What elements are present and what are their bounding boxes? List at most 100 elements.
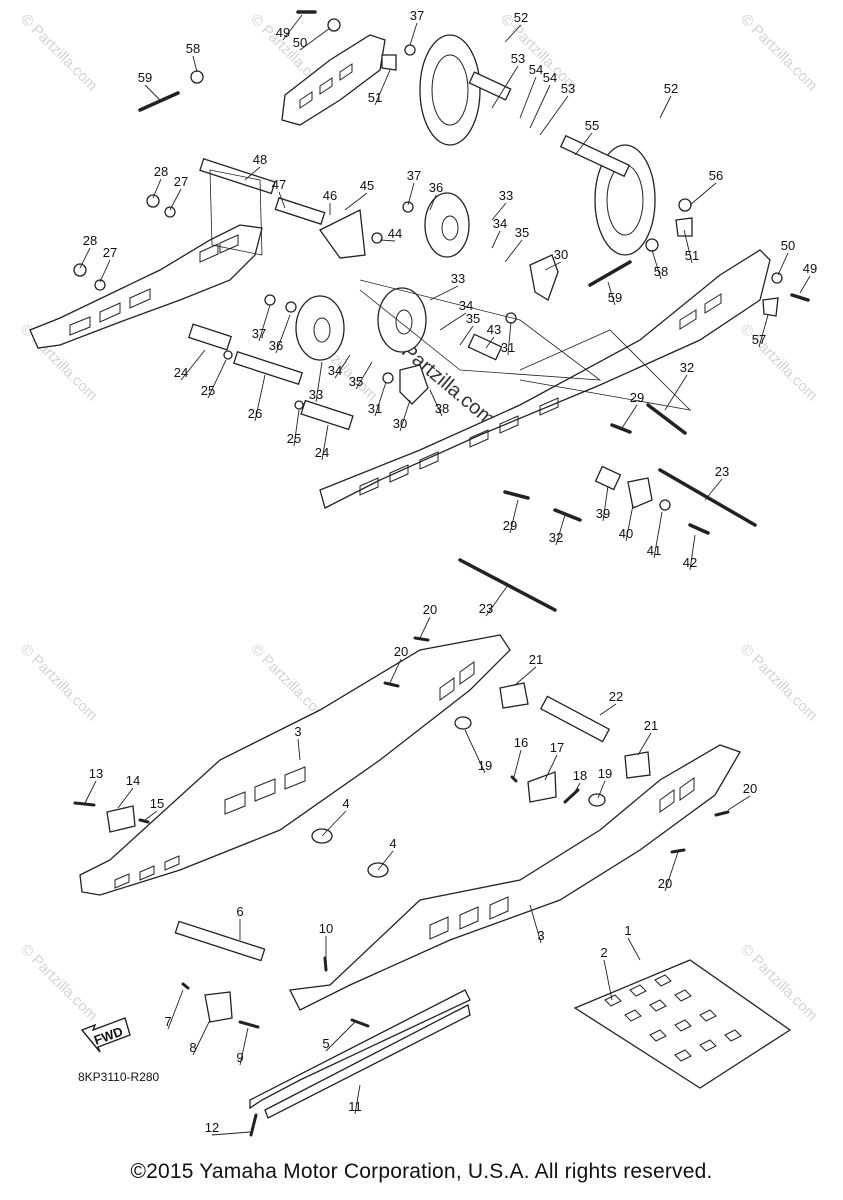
callout-58[interactable]: 58 [654, 264, 668, 279]
callout-20[interactable]: 20 [743, 781, 757, 796]
callout-54[interactable]: 54 [529, 62, 543, 77]
callout-20[interactable]: 20 [658, 876, 672, 891]
callout-49[interactable]: 49 [276, 25, 290, 40]
callout-9[interactable]: 9 [236, 1050, 243, 1065]
leader-19-0 [464, 729, 486, 774]
callout-42[interactable]: 42 [683, 555, 697, 570]
callout-16[interactable]: 16 [514, 735, 528, 750]
callout-35[interactable]: 35 [515, 225, 529, 240]
bracket-lower [399, 364, 429, 405]
callout-36[interactable]: 36 [429, 180, 443, 195]
callout-32[interactable]: 32 [549, 530, 563, 545]
callout-12[interactable]: 12 [205, 1120, 219, 1135]
callout-39[interactable]: 39 [596, 506, 610, 521]
callout-21[interactable]: 21 [644, 718, 658, 733]
callout-6[interactable]: 6 [236, 904, 243, 919]
callout-57[interactable]: 57 [752, 332, 766, 347]
callout-20[interactable]: 20 [394, 644, 408, 659]
callout-51[interactable]: 51 [685, 248, 699, 263]
callout-44[interactable]: 44 [388, 226, 402, 241]
callout-40[interactable]: 40 [619, 526, 633, 541]
callout-35[interactable]: 35 [466, 311, 480, 326]
callout-31[interactable]: 31 [368, 401, 382, 416]
callout-26[interactable]: 26 [248, 406, 262, 421]
callout-33[interactable]: 33 [499, 188, 513, 203]
callout-53[interactable]: 53 [561, 81, 575, 96]
callout-18[interactable]: 18 [573, 768, 587, 783]
callout-19[interactable]: 19 [598, 766, 612, 781]
watermark-text: © Partzilla.com [17, 641, 100, 724]
callout-50[interactable]: 50 [781, 238, 795, 253]
callout-32[interactable]: 32 [680, 360, 694, 375]
callout-52[interactable]: 52 [664, 81, 678, 96]
callout-1[interactable]: 1 [624, 923, 631, 938]
callout-31[interactable]: 31 [501, 340, 515, 355]
callout-59[interactable]: 59 [138, 70, 152, 85]
callout-14[interactable]: 14 [126, 773, 140, 788]
callout-25[interactable]: 25 [201, 383, 215, 398]
callout-34[interactable]: 34 [493, 216, 507, 231]
callout-22[interactable]: 22 [609, 689, 623, 704]
hyfax-slider [249, 989, 471, 1110]
callout-27[interactable]: 27 [103, 245, 117, 260]
callout-49[interactable]: 49 [803, 261, 817, 276]
callout-17[interactable]: 17 [550, 740, 564, 755]
callout-24[interactable]: 24 [315, 445, 329, 460]
callout-10[interactable]: 10 [319, 921, 333, 936]
leader-32-1 [555, 514, 566, 546]
callout-58[interactable]: 58 [186, 41, 200, 56]
callout-11[interactable]: 11 [348, 1099, 362, 1114]
callout-56[interactable]: 56 [709, 168, 723, 183]
callout-52[interactable]: 52 [514, 10, 528, 25]
callout-19[interactable]: 19 [478, 758, 492, 773]
callout-2[interactable]: 2 [600, 945, 607, 960]
callout-37[interactable]: 37 [252, 326, 266, 341]
leader-54-1 [529, 84, 551, 129]
callout-59[interactable]: 59 [608, 290, 622, 305]
callout-47[interactable]: 47 [272, 177, 286, 192]
callout-38[interactable]: 38 [435, 401, 449, 416]
callout-29[interactable]: 29 [503, 518, 517, 533]
callout-30[interactable]: 30 [393, 416, 407, 431]
callout-51[interactable]: 51 [368, 90, 382, 105]
callout-46[interactable]: 46 [323, 188, 337, 203]
callout-3[interactable]: 3 [537, 928, 544, 943]
callout-41[interactable]: 41 [647, 543, 661, 558]
callout-23[interactable]: 23 [479, 601, 493, 616]
callout-28[interactable]: 28 [154, 164, 168, 179]
callout-7[interactable]: 7 [164, 1014, 171, 1029]
callout-20[interactable]: 20 [423, 602, 437, 617]
callout-29[interactable]: 29 [630, 390, 644, 405]
callout-45[interactable]: 45 [360, 178, 374, 193]
callout-43[interactable]: 43 [487, 322, 501, 337]
callout-50[interactable]: 50 [293, 35, 307, 50]
callout-33[interactable]: 33 [309, 387, 323, 402]
callout-13[interactable]: 13 [89, 766, 103, 781]
callout-23[interactable]: 23 [715, 464, 729, 479]
callout-30[interactable]: 30 [554, 247, 568, 262]
callout-54[interactable]: 54 [543, 70, 557, 85]
leader-8-0 [192, 1019, 211, 1056]
leader-20-0 [419, 616, 431, 639]
callout-15[interactable]: 15 [150, 796, 164, 811]
callout-35[interactable]: 35 [349, 374, 363, 389]
callout-4[interactable]: 4 [389, 836, 396, 851]
callout-34[interactable]: 34 [328, 363, 342, 378]
callout-3[interactable]: 3 [294, 724, 301, 739]
callout-37[interactable]: 37 [407, 168, 421, 183]
callout-53[interactable]: 53 [511, 51, 525, 66]
callout-36[interactable]: 36 [269, 338, 283, 353]
callout-28[interactable]: 28 [83, 233, 97, 248]
callout-48[interactable]: 48 [253, 152, 267, 167]
callout-5[interactable]: 5 [322, 1036, 329, 1051]
callout-8[interactable]: 8 [189, 1040, 196, 1055]
callout-4[interactable]: 4 [342, 796, 349, 811]
callout-33[interactable]: 33 [451, 271, 465, 286]
callout-25[interactable]: 25 [287, 431, 301, 446]
callout-37[interactable]: 37 [410, 8, 424, 23]
callout-55[interactable]: 55 [585, 118, 599, 133]
callout-34[interactable]: 34 [459, 298, 473, 313]
callout-21[interactable]: 21 [529, 652, 543, 667]
callout-24[interactable]: 24 [174, 365, 188, 380]
callout-27[interactable]: 27 [174, 174, 188, 189]
